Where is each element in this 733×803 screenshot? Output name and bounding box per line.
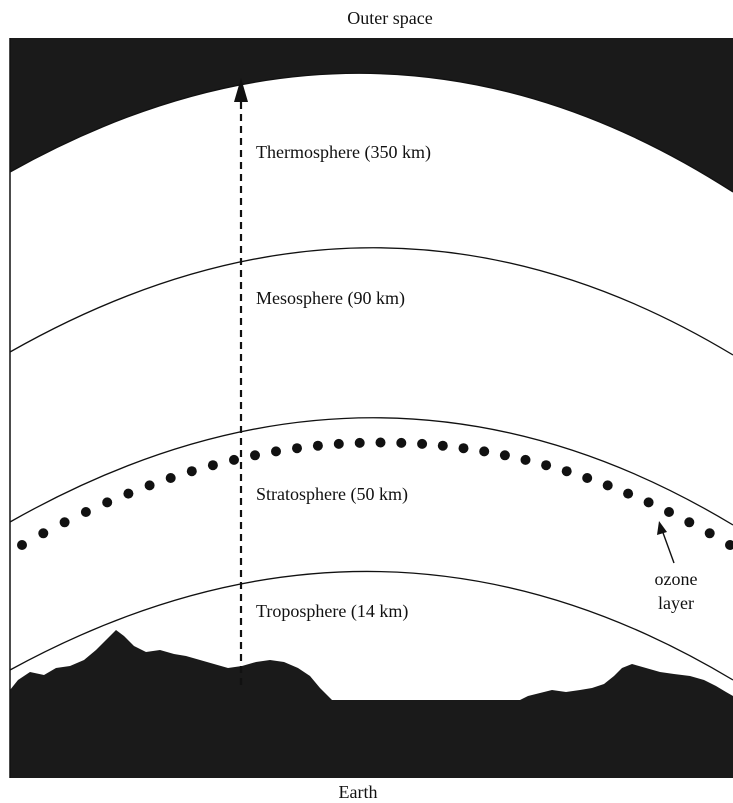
ozone-label-line1: ozone bbox=[655, 569, 698, 589]
ozone-dot bbox=[333, 438, 344, 449]
ozone-dot bbox=[458, 443, 469, 454]
ozone-dot bbox=[292, 443, 302, 454]
ozone-dot bbox=[499, 450, 510, 461]
ozone-dot bbox=[541, 460, 552, 471]
ozone-pointer-head bbox=[657, 521, 667, 535]
ozone-dot bbox=[623, 488, 634, 499]
ozone-dot bbox=[664, 507, 674, 517]
ozone-dot bbox=[602, 480, 613, 491]
ozone-dot bbox=[38, 528, 49, 539]
ozone-dot bbox=[229, 454, 239, 465]
ozone-dot bbox=[684, 517, 695, 528]
ozone-dot bbox=[643, 497, 654, 508]
ozone-dot bbox=[520, 454, 531, 465]
thermosphere-label: Thermosphere (350 km) bbox=[256, 142, 431, 163]
ozone-dot bbox=[165, 473, 176, 483]
thermosphere-boundary bbox=[9, 72, 733, 193]
ozone-dot bbox=[561, 466, 572, 477]
ozone-dot bbox=[17, 540, 27, 550]
ozone-dot bbox=[582, 473, 593, 483]
ozone-pointer-line bbox=[661, 529, 675, 564]
outer-space-label: Outer space bbox=[347, 8, 432, 28]
altitude-arrow-head bbox=[234, 78, 248, 102]
ozone-dot bbox=[271, 446, 281, 457]
ozone-label-line2: layer bbox=[658, 593, 694, 613]
ozone-dot bbox=[704, 528, 715, 539]
stratosphere-label: Stratosphere (50 km) bbox=[256, 484, 408, 505]
ozone-dot bbox=[59, 517, 70, 528]
stratosphere-boundary bbox=[9, 417, 733, 526]
ozone-dot bbox=[186, 466, 197, 477]
ozone-dot bbox=[725, 540, 733, 550]
ozone-dot bbox=[144, 480, 155, 491]
mesosphere-boundary bbox=[9, 247, 733, 356]
ozone-dot bbox=[354, 437, 365, 448]
ozone-dot bbox=[123, 488, 134, 499]
ozone-dot bbox=[250, 450, 260, 461]
ozone-dot bbox=[417, 438, 428, 449]
ozone-dot bbox=[479, 446, 490, 457]
mesosphere-label: Mesosphere (90 km) bbox=[256, 288, 405, 309]
ozone-dot bbox=[375, 437, 386, 448]
ozone-dot bbox=[312, 440, 323, 451]
ozone-dot bbox=[207, 460, 218, 471]
earth-label: Earth bbox=[339, 782, 378, 802]
ozone-dot bbox=[437, 440, 448, 451]
ozone-dot bbox=[396, 437, 407, 448]
ozone-layer-dots bbox=[17, 437, 733, 550]
troposphere-boundary bbox=[9, 570, 733, 681]
troposphere-label: Troposphere (14 km) bbox=[256, 601, 408, 622]
outer-space-region bbox=[10, 38, 733, 192]
ozone-dot bbox=[80, 507, 91, 517]
ozone-dot bbox=[102, 497, 113, 508]
earth-ground bbox=[10, 700, 733, 778]
